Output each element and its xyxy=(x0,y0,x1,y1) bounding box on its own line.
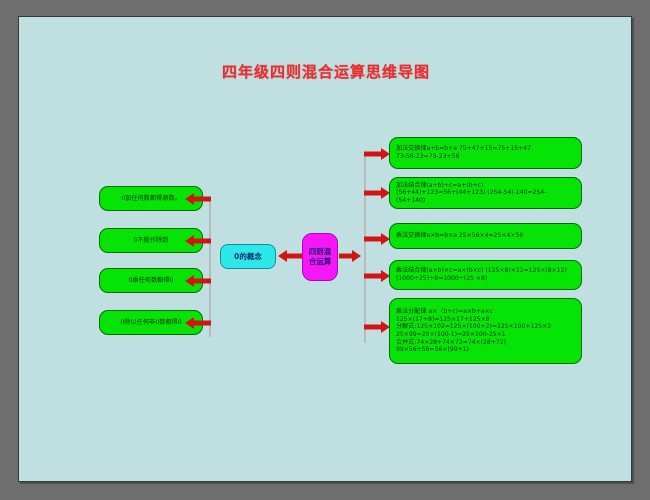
right-branch-label: 乘法分配律 a×（b+c)=a×b+a×c 125×(17+8)=125×17+… xyxy=(396,308,552,354)
right-branch-box-4[interactable]: 乘法结合律(a×b)×c=a×(b×c) (125×8)×12=125×(8×1… xyxy=(389,260,582,290)
concept-node[interactable]: 0的概念 xyxy=(220,244,276,269)
left-spine xyxy=(209,199,211,337)
page-title: 四年级四则混合运算思维导图 xyxy=(221,63,430,81)
right-branch-box-3[interactable]: 乘法交换律a×b=b×a 25×56×4=25×4×56 xyxy=(389,223,582,249)
right-spine xyxy=(364,153,366,343)
left-branch-box-1[interactable]: 0加任何数都得原数。 xyxy=(99,186,203,211)
left-branch-label: 0乘任何数都得0 xyxy=(128,276,174,284)
right-branch-label: 加法结合律(a+b)+c=a+(b+c) (56+44)+123=56+(44+… xyxy=(396,181,547,204)
left-branch-box-2[interactable]: 0不能作除数 xyxy=(99,228,203,253)
left-branch-box-3[interactable]: 0乘任何数都得0 xyxy=(99,268,203,293)
diagram-canvas: 四年级四则混合运算思维导图 0加任何数都得原数。 0不能作除数 0乘任何数都得0… xyxy=(18,16,632,482)
root-node[interactable]: 四则混 合运算 xyxy=(302,233,338,281)
right-branch-label: 乘法交换律a×b=b×a 25×56×4=25×4×56 xyxy=(396,232,524,240)
right-branch-box-5[interactable]: 乘法分配律 a×（b+c)=a×b+a×c 125×(17+8)=125×17+… xyxy=(389,298,582,364)
concept-node-label: 0的概念 xyxy=(234,251,262,261)
left-branch-label: 0不能作除数 xyxy=(133,236,169,244)
right-branch-label: 乘法结合律(a×b)×c=a×(b×c) (125×8)×12=125×(8×1… xyxy=(396,267,567,282)
root-node-label: 四则混 合运算 xyxy=(308,246,332,266)
right-branch-box-2[interactable]: 加法结合律(a+b)+c=a+(b+c) (56+44)+123=56+(44+… xyxy=(389,177,582,209)
right-branch-box-1[interactable]: 加法交换律a+b=b+a 75+47+15=75+15+47 73-56-23=… xyxy=(389,137,582,169)
left-branch-label: 0加任何数都得原数。 xyxy=(121,194,181,202)
right-branch-label: 加法交换律a+b=b+a 75+47+15=75+15+47 73-56-23=… xyxy=(396,145,531,160)
left-branch-label: 0除以任何非0数都得0 xyxy=(120,318,182,326)
